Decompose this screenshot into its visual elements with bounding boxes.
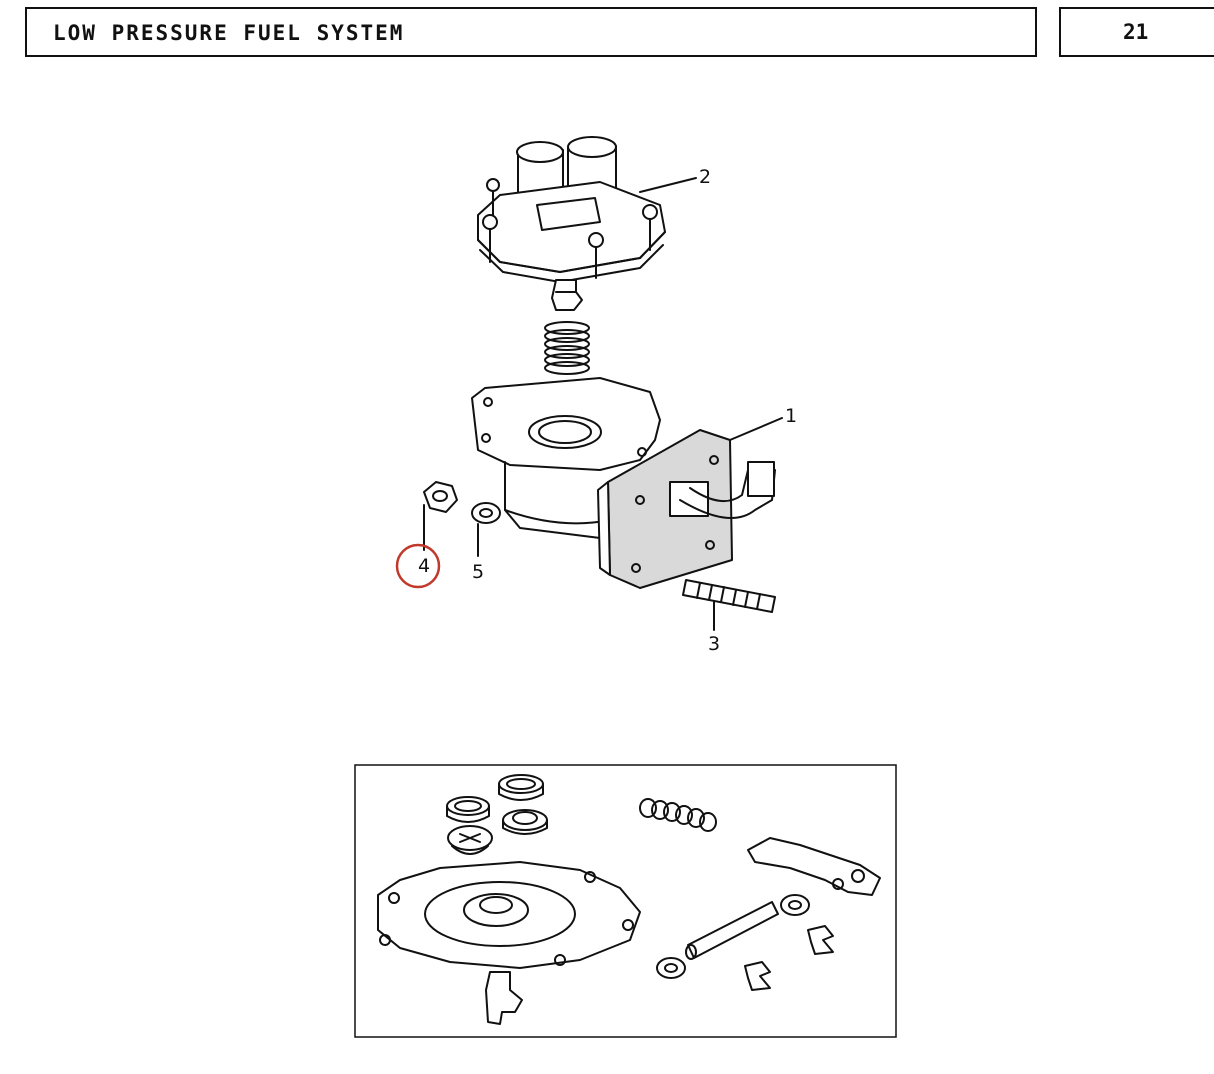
callout-5: 5 <box>472 561 484 583</box>
section-title-box: LOW PRESSURE FUEL SYSTEM <box>25 7 1037 57</box>
callout-1: 1 <box>785 405 797 427</box>
callout-3: 3 <box>708 633 720 655</box>
pump-body <box>471 377 776 589</box>
diaphragm-spring <box>544 321 590 375</box>
page-number-box: 21 <box>1059 7 1214 57</box>
repair-kit-parts <box>377 774 881 1025</box>
page-number: 21 <box>1123 20 1149 44</box>
stud <box>682 579 776 613</box>
washer <box>471 502 501 524</box>
callout-2: 2 <box>699 166 711 188</box>
section-title: LOW PRESSURE FUEL SYSTEM <box>53 21 405 45</box>
pump-cover-assembly <box>477 136 666 311</box>
callout-4: 4 <box>418 555 430 577</box>
callout-4-highlight-ring <box>395 543 441 589</box>
nut <box>423 481 458 513</box>
